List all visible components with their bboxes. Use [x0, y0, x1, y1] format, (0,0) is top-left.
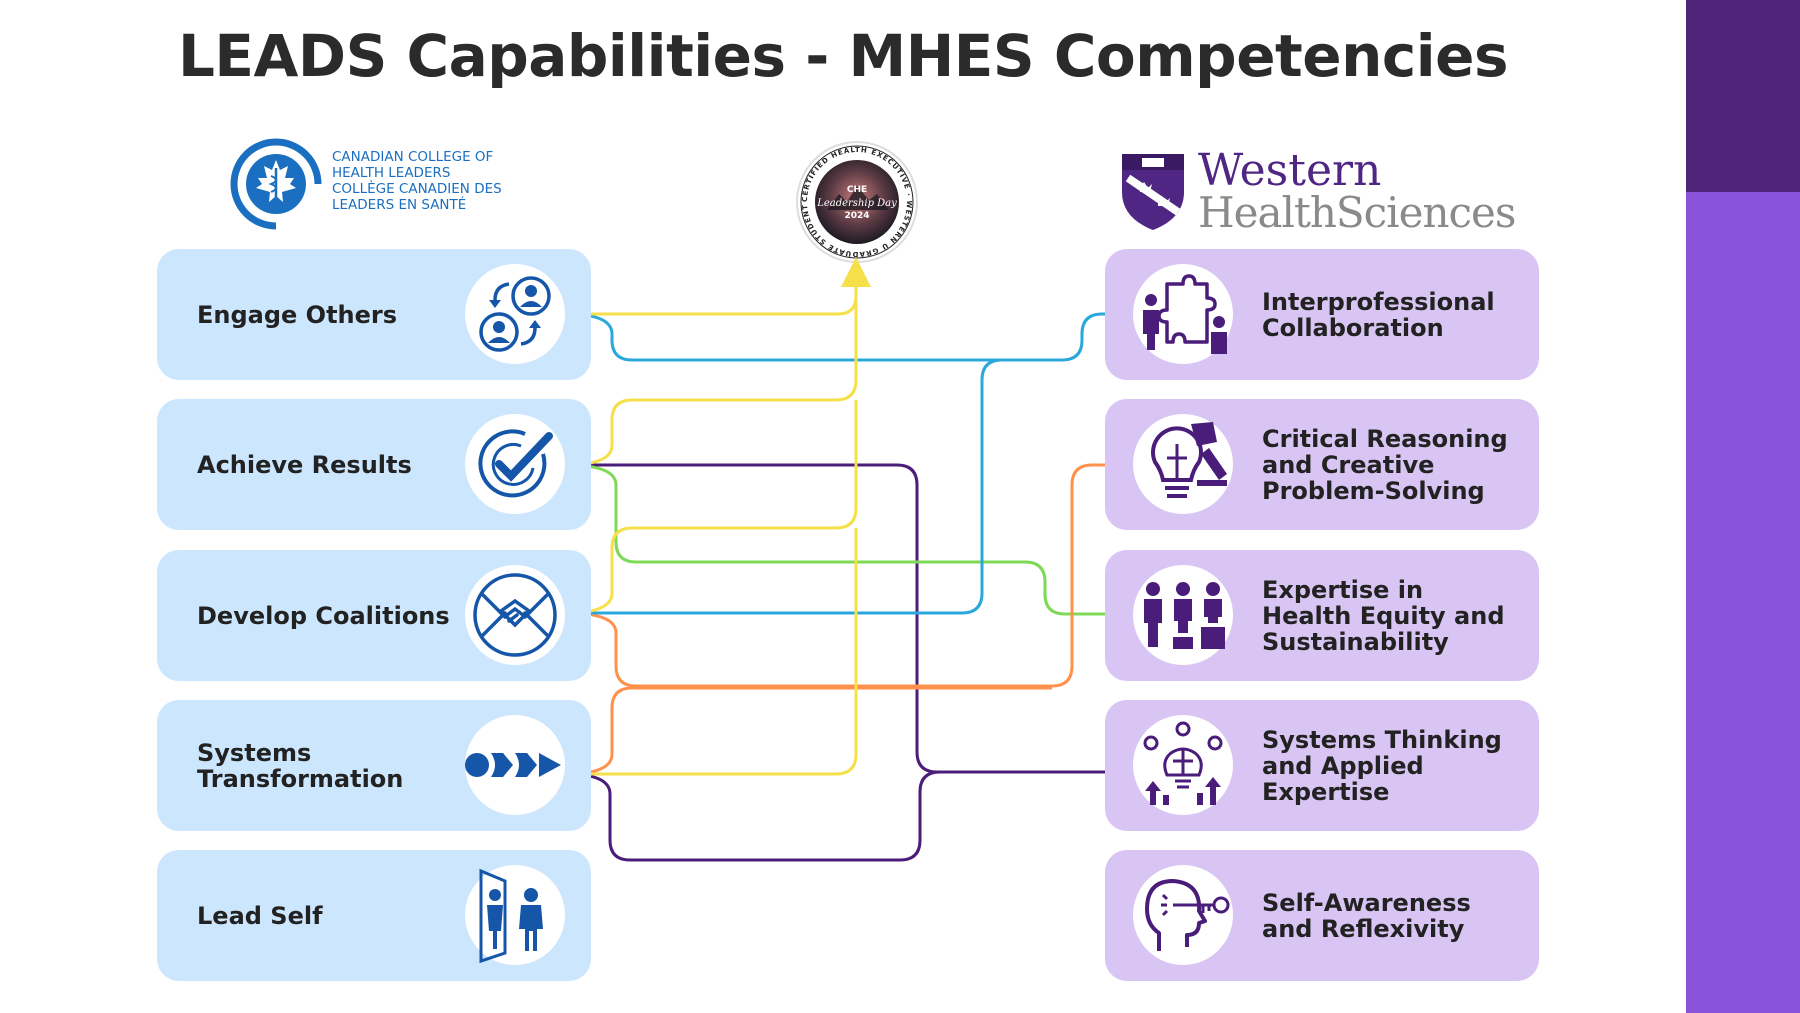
link-develop-coalitions-to-interprofessional — [566, 299, 1141, 615]
page-title: LEADS Capabilities - MHES Competencies — [177, 22, 1509, 90]
brain-gears-icon — [1143, 721, 1223, 805]
link-engage-others-to-che — [566, 257, 871, 316]
accent-strip-dark — [1686, 0, 1800, 192]
link-develop-coalitions-to-critical-reasoning — [565, 450, 1141, 688]
joined-hands-icon — [473, 573, 557, 657]
link-systems-transformation-to-systems-thinking — [565, 770, 941, 862]
maple-leaf-caduceus-logo-icon — [230, 138, 323, 231]
cchl-logo: CANADIAN COLLEGE OF HEALTH LEADERS COLLÈ… — [230, 138, 530, 238]
mhes-card-health-equity: Expertise in Health Equity and Sustainab… — [1105, 550, 1539, 681]
mhes-label: Critical Reasoning and Creative Problem-… — [1262, 424, 1508, 505]
western-subname: HealthSciences — [1198, 188, 1516, 237]
link-systems-transformation-to-critical-reasoning — [565, 686, 1052, 776]
leads-label: Systems Transformation — [197, 738, 404, 793]
forward-arrows-icon — [465, 753, 561, 777]
leads-card-develop-coalitions: Develop Coalitions — [157, 550, 591, 681]
leads-card-achieve-results: Achieve Results — [157, 399, 591, 530]
link-engage-others-to-interprofessional — [565, 312, 1060, 362]
equity-podium-icon — [1144, 582, 1225, 649]
leads-card-lead-self: Lead Self — [157, 850, 591, 981]
head-key-icon — [1145, 879, 1230, 951]
mhes-label: Expertise in Health Equity and Sustainab… — [1262, 575, 1505, 656]
mhes-label: Systems Thinking and Applied Expertise — [1262, 725, 1502, 806]
western-health-sciences-logo: Western HealthSciences — [1118, 148, 1538, 238]
leads-label: Develop Coalitions — [197, 601, 450, 630]
lightbulb-puzzle-icon — [1151, 422, 1227, 498]
leads-card-systems-transformation: Systems Transformation — [157, 700, 591, 831]
mhes-label: Interprofessional Collaboration — [1262, 287, 1495, 342]
link-develop-coalitions-to-che — [565, 400, 858, 615]
mirror-reflection-icon — [479, 868, 543, 964]
circular-checkmark-icon — [478, 429, 553, 498]
leads-label: Engage Others — [197, 300, 398, 329]
link-systems-transformation-to-che — [566, 528, 858, 776]
mhes-label: Self-Awareness and Reflexivity — [1262, 888, 1471, 943]
mhes-card-interprofessional-collaboration: Interprofessional Collaboration — [1105, 249, 1539, 380]
mhes-card-systems-thinking: Systems Thinking and Applied Expertise — [1105, 700, 1539, 831]
link-achieve-results-to-systems-thinking — [566, 463, 1141, 787]
western-crest-icon — [1122, 154, 1184, 230]
seal-subtitle: Leadership Day — [817, 198, 897, 209]
leads-label: Lead Self — [197, 901, 323, 930]
accent-strip-light — [1686, 192, 1800, 1013]
seal-year: 2024 — [844, 211, 870, 221]
western-name: Western — [1198, 145, 1382, 196]
puzzle-teamwork-icon — [1143, 274, 1227, 354]
two-people-exchange-icon — [479, 276, 551, 352]
leads-card-engage-others: Engage Others — [157, 249, 591, 380]
cchl-logo-text: CANADIAN COLLEGE OF HEALTH LEADERS COLLÈ… — [332, 149, 502, 213]
che-leadership-day-seal: CERTIFIED HEALTH EXECUTIVE · WESTERN U G… — [792, 134, 919, 264]
mhes-card-critical-reasoning: Critical Reasoning and Creative Problem-… — [1105, 399, 1539, 530]
mhes-card-self-awareness: Self-Awareness and Reflexivity — [1105, 850, 1539, 981]
leads-label: Achieve Results — [197, 450, 412, 479]
seal-title: CHE — [846, 185, 868, 195]
link-achieve-results-to-che — [565, 300, 858, 467]
link-achieve-results-to-health-equity — [565, 463, 1141, 629]
